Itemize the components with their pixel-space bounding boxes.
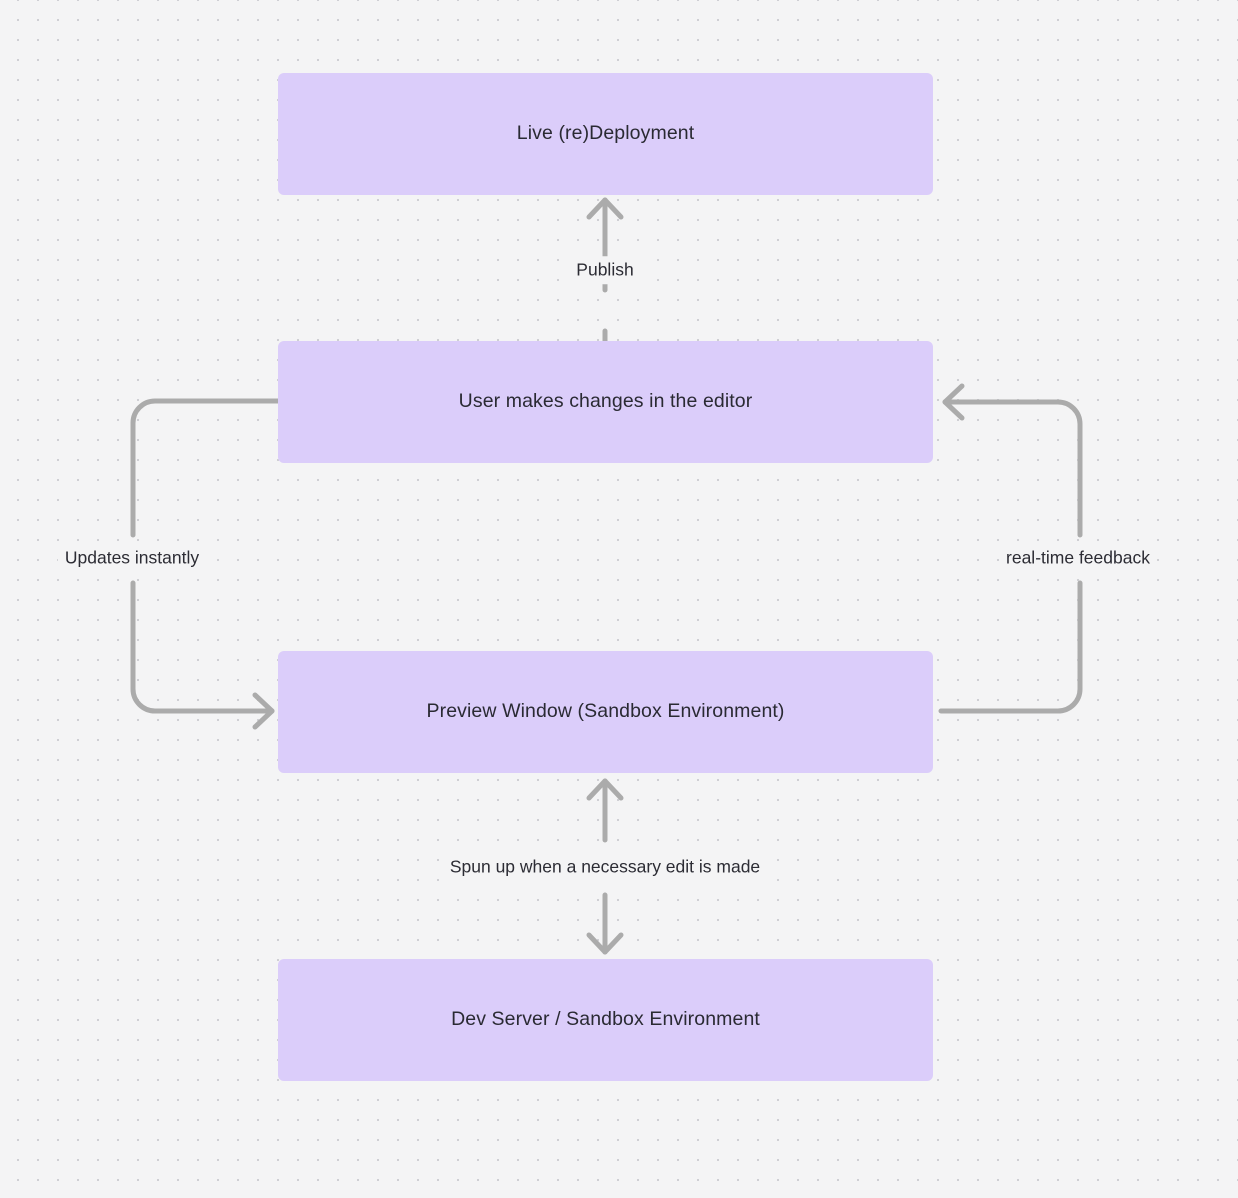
node-dev-server[interactable]: Dev Server / Sandbox Environment — [278, 959, 933, 1081]
arrowhead-down-spun — [586, 932, 624, 955]
arrowhead-up-spun — [586, 778, 624, 801]
edge-label-spun-up: Spun up when a necessary edit is made — [442, 853, 768, 881]
node-preview-window[interactable]: Preview Window (Sandbox Environment) — [278, 651, 933, 773]
edge-label-real-time-feedback: real-time feedback — [999, 544, 1157, 572]
node-preview-window-label: Preview Window (Sandbox Environment) — [426, 700, 785, 723]
node-live-deployment[interactable]: Live (re)Deployment — [278, 73, 933, 195]
edge-label-updates-instantly: Updates instantly — [57, 544, 207, 572]
node-editor[interactable]: User makes changes in the editor — [278, 341, 933, 463]
arrowhead-up-publish — [586, 197, 624, 220]
arrowhead-right-updates — [252, 692, 275, 730]
node-editor-label: User makes changes in the editor — [458, 390, 753, 413]
edge-label-publish: Publish — [569, 256, 641, 284]
arrowhead-left-feedback — [942, 383, 965, 421]
node-dev-server-label: Dev Server / Sandbox Environment — [451, 1008, 760, 1031]
node-live-deployment-label: Live (re)Deployment — [516, 122, 695, 145]
